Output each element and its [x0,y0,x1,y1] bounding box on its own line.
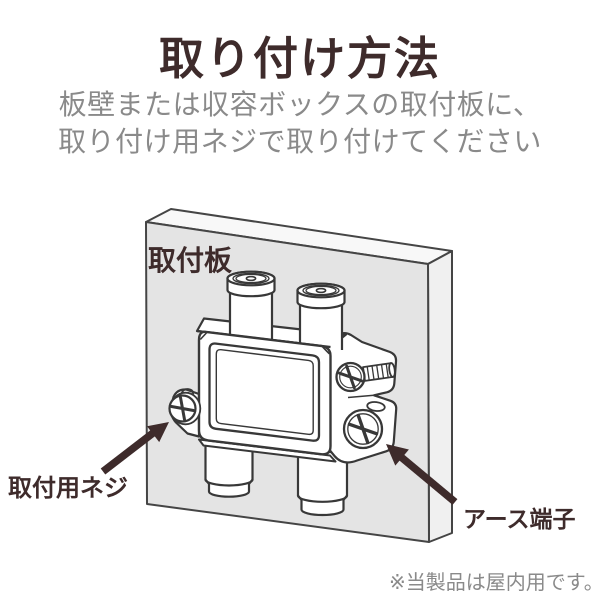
earth-terminal-arrow-icon [386,444,458,505]
subtitle: 板壁または収容ボックスの取付板に、 取り付け用ネジで取り付けてください [0,86,600,160]
subtitle-line-2: 取り付け用ネジで取り付けてください [58,126,542,157]
f-connector-bottom-right [296,450,349,517]
bracket-hole [366,401,386,412]
page-title: 取り付け方法 [158,33,441,84]
device-body [197,330,332,456]
indoor-use-note: ※当製品は屋内用です。 [389,572,600,594]
f-connector-bottom-left [204,439,254,498]
f-connector-top-left [226,270,276,342]
earth-terminal-screw [342,408,384,450]
subtitle-line-1: 板壁または収容ボックスの取付板に、 [58,89,542,120]
mounting-screw-right [335,361,396,393]
splitter-device [168,270,398,517]
mounting-screw-label: 取付用ネジ [8,475,128,502]
mounting-screw-left [168,391,202,426]
device-label-panel [208,342,321,442]
f-connector-top-right [296,282,346,352]
mounting-screw-arrow-icon [100,422,169,475]
board-label: 取付板 [148,245,233,276]
earth-terminal-label: アース端子 [463,506,576,532]
